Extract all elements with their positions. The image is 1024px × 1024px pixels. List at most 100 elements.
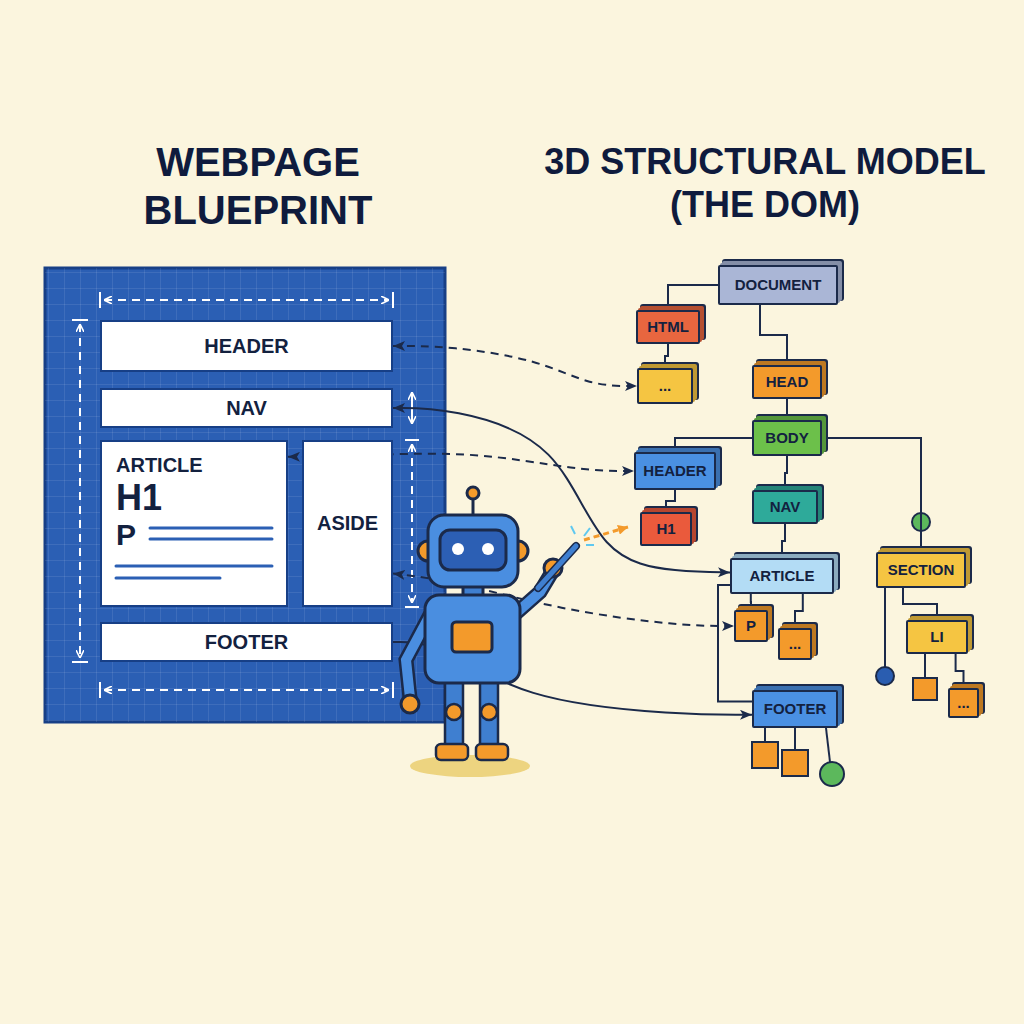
blueprint-box: NAV <box>100 388 393 428</box>
robot-head <box>428 515 518 587</box>
dimension-line <box>72 661 88 663</box>
dom-node-box: HEADER <box>634 452 716 490</box>
diagram-heading: 3D STRUCTURAL MODEL (THE DOM) <box>530 140 1000 226</box>
robot-head <box>418 487 528 587</box>
dom-node-box: ... <box>948 688 979 718</box>
robot-head <box>452 543 464 555</box>
tree-branch <box>764 728 766 742</box>
dimension-line <box>104 299 389 301</box>
dimension-line <box>104 689 389 691</box>
dimension-line <box>405 606 419 608</box>
node-label: FOOTER <box>205 631 288 654</box>
mapping-arrow <box>393 408 730 572</box>
tree-connector <box>786 399 788 420</box>
paragraph-line <box>116 565 272 568</box>
tree-leaf <box>913 678 937 700</box>
node-label: HEADER <box>643 462 706 479</box>
dimension-line <box>72 319 88 321</box>
tree-connector <box>760 305 787 365</box>
node-label: H1 <box>116 477 162 518</box>
node-label: NAV <box>770 498 801 515</box>
dom-node-box: NAV <box>752 490 818 524</box>
node-label: HEAD <box>766 373 809 390</box>
robot-pen <box>538 546 576 588</box>
node-label: P <box>116 518 136 553</box>
robot-leg <box>481 704 497 720</box>
dimension-line <box>99 292 101 308</box>
dom-node-box: HEAD <box>752 365 822 399</box>
dom-node-box: HTML <box>636 310 700 344</box>
dom-node-box: DOCUMENT <box>718 265 838 305</box>
robot-leg <box>436 678 508 760</box>
paragraph-line <box>116 528 272 578</box>
dom-node-box: SECTION <box>876 552 966 588</box>
node-label: DOCUMENT <box>735 276 822 293</box>
blueprint-panel <box>45 268 445 722</box>
dom-node-box: P <box>734 610 768 642</box>
tree-leaf <box>782 750 808 776</box>
robot-pen <box>586 544 594 546</box>
node-label: ... <box>659 377 672 394</box>
dom-node-box: ... <box>778 628 812 660</box>
robot-head <box>482 543 494 555</box>
tree-connector <box>666 490 675 512</box>
node-label: ARTICLE <box>116 454 203 477</box>
dimension-line <box>79 324 81 658</box>
robot-leg <box>446 704 462 720</box>
tree-connector <box>795 594 803 628</box>
node-label: HEADER <box>204 335 288 358</box>
mapping-arrow <box>393 346 637 386</box>
tree-branch <box>765 588 925 762</box>
dom-node-box: ARTICLE <box>730 558 834 594</box>
robot-leg <box>436 744 468 760</box>
tree-branch <box>924 654 926 678</box>
tree-leaf <box>876 667 894 685</box>
paragraph-line <box>150 527 272 530</box>
tree-branch <box>884 588 886 667</box>
node-label: LI <box>930 628 943 645</box>
blueprint-box: ASIDE <box>302 440 393 607</box>
tree-connector <box>782 524 785 558</box>
node-label: ASIDE <box>317 512 378 535</box>
blueprint-panel <box>45 268 445 722</box>
dom-node-box: FOOTER <box>752 690 838 728</box>
robot-leg <box>445 678 463 748</box>
robot-leg <box>480 678 498 748</box>
tree-connector <box>785 456 787 490</box>
robot-head <box>440 530 506 570</box>
blueprint-box: ARTICLEH1P <box>100 440 288 607</box>
node-label: H1 <box>656 520 675 537</box>
robot-head <box>467 487 479 499</box>
dom-node-box: LI <box>906 620 968 654</box>
diagram-heading: WEBPAGE BLUEPRINT <box>88 138 428 234</box>
tree-connector <box>675 438 752 452</box>
tree-branch <box>826 728 830 762</box>
node-label: P <box>746 617 756 634</box>
robot-arm <box>406 572 552 698</box>
robot-head <box>472 498 475 515</box>
dimension-line <box>72 292 419 698</box>
tree-connector <box>668 285 718 310</box>
robot-pen <box>538 546 576 588</box>
dimension-line <box>392 682 394 698</box>
dom-node-box: H1 <box>640 512 692 546</box>
robot-pen <box>571 526 575 534</box>
tree-connector <box>750 594 752 610</box>
node-label: ... <box>957 694 970 711</box>
node-label: FOOTER <box>764 700 827 717</box>
dom-node-box: ... <box>637 368 693 404</box>
paragraph-line <box>116 577 220 580</box>
robot-pen <box>584 528 590 536</box>
dimension-line <box>99 682 101 698</box>
node-label: ... <box>789 635 802 652</box>
node-label: HTML <box>647 318 689 335</box>
dimension-line <box>392 292 394 308</box>
tree-connector <box>956 654 964 688</box>
robot-shadow <box>410 755 530 777</box>
blueprint-box: HEADER <box>100 320 393 372</box>
blueprint-box: FOOTER <box>100 622 393 662</box>
tree-leaf <box>820 762 844 786</box>
tree-connector <box>718 585 752 701</box>
robot-body <box>425 595 520 683</box>
